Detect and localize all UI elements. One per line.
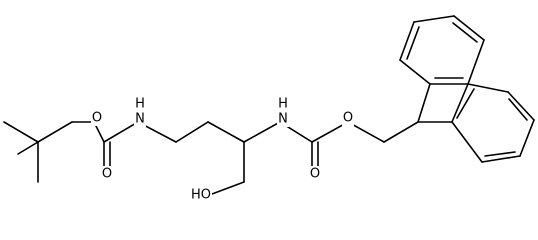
bond (453, 15, 485, 41)
bond (3, 121, 39, 143)
bond (103, 121, 139, 143)
atom-o-carbonyl-boc: O (102, 167, 112, 182)
bond (399, 21, 415, 61)
molecule-structure: O N H O N H O O HO (3, 15, 535, 203)
bond (507, 91, 535, 121)
bond (508, 98, 528, 121)
bond (467, 39, 485, 85)
bond (383, 121, 419, 143)
bond (451, 83, 469, 123)
atom-h-fmoc: H (278, 97, 288, 112)
bond (484, 151, 516, 157)
atom-n-fmoc: N (278, 112, 288, 127)
bond (243, 121, 281, 143)
bond (207, 121, 245, 143)
atom-n-boc: N (135, 112, 145, 127)
atom-o-ether-fmoc: O (343, 111, 353, 126)
bond (413, 15, 455, 23)
bond (467, 83, 509, 93)
bond (451, 121, 483, 163)
bond (175, 121, 209, 143)
atom-h-boc: H (135, 97, 145, 112)
bond (211, 181, 245, 195)
atom-hydroxyl: HO (191, 188, 211, 203)
bond (17, 141, 39, 155)
bond (481, 155, 521, 163)
atom-o-carbonyl-fmoc: O (310, 167, 320, 182)
bond (452, 22, 478, 43)
bond (417, 83, 431, 123)
bond (37, 121, 73, 143)
bonds (3, 15, 535, 195)
atom-labels: O N H O N H O O HO (91, 97, 354, 203)
bond (456, 88, 475, 119)
bond (406, 26, 420, 60)
bond (519, 119, 535, 157)
bond (399, 59, 431, 85)
atom-o-ether-boc: O (92, 111, 102, 126)
